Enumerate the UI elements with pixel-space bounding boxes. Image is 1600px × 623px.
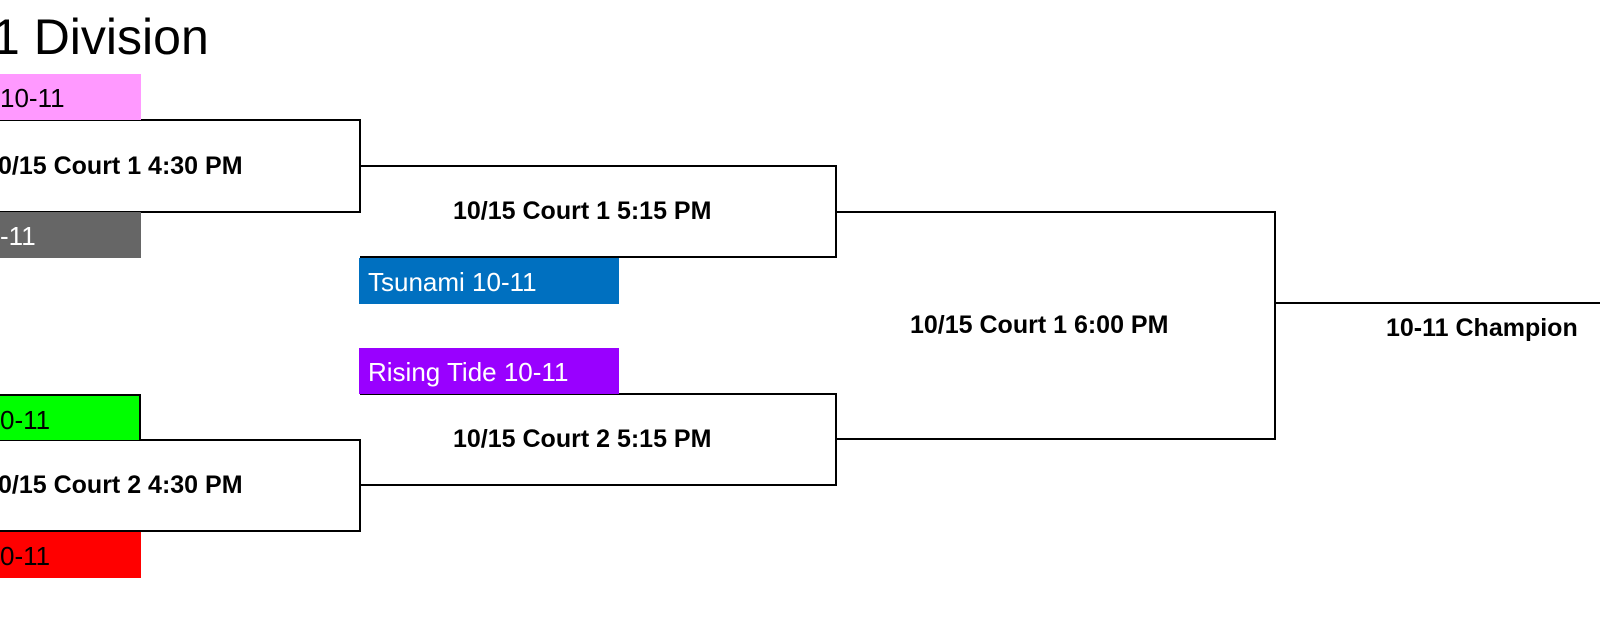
r1-game2-label: 0/15 Court 2 4:30 PM: [0, 471, 243, 499]
r1-game1-top-team-name: 10-11: [0, 83, 65, 113]
final-bracket: [836, 211, 1276, 440]
r2-game1-team-name: Tsunami 10-11: [368, 267, 537, 297]
r1-game1-label: 0/15 Court 1 4:30 PM: [0, 152, 243, 180]
r1-game2-top-team: 0-11: [0, 394, 141, 440]
champion-label: 10-11 Champion: [1386, 314, 1578, 342]
r1-game1-bottom-team: -11: [0, 212, 141, 258]
page-title: 1 Division: [0, 9, 209, 65]
r2-game1-label: 10/15 Court 1 5:15 PM: [453, 197, 712, 225]
final-label: 10/15 Court 1 6:00 PM: [910, 311, 1169, 339]
r2-game2-label: 10/15 Court 2 5:15 PM: [453, 425, 712, 453]
r2-game1-team: Tsunami 10-11: [359, 258, 619, 304]
r1-game1-bottom-team-name: -11: [0, 221, 36, 251]
r2-game2-team: Rising Tide 10-11: [359, 348, 619, 394]
r1-game2-bottom-team: 0-11: [0, 532, 141, 578]
r1-game2-top-team-name: 0-11: [0, 405, 51, 435]
r2-game2-team-name: Rising Tide 10-11: [368, 357, 569, 387]
r1-game1-top-team: 10-11: [0, 74, 141, 120]
r1-game2-bottom-team-name: 0-11: [0, 541, 51, 571]
